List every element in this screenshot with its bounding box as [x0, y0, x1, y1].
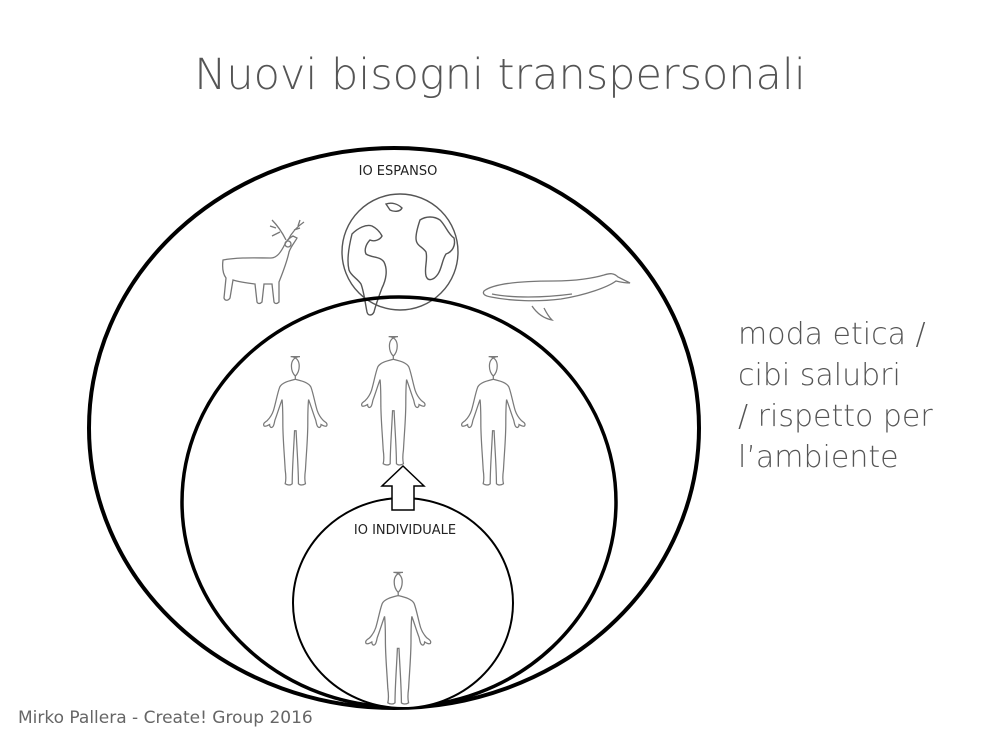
side-text-line: l’ambiente — [738, 440, 899, 475]
up-arrow-icon — [380, 464, 426, 511]
person-figure-right — [460, 356, 526, 486]
whale-icon — [482, 273, 631, 322]
deer-icon — [221, 219, 305, 305]
side-text-block: moda etica / cibi salubri / rispetto per… — [738, 314, 978, 478]
slide-title: Nuovi bisogni transpersonali — [194, 50, 806, 100]
io-espanso-label: IO ESPANSO — [359, 164, 438, 179]
person-figure-left — [262, 356, 328, 486]
io-individuale-label: IO INDIVIDUALE — [354, 523, 456, 538]
side-text-line: cibi salubri — [738, 358, 901, 393]
person-figure-center — [360, 336, 426, 466]
footer-credit: Mirko Pallera - Create! Group 2016 — [18, 708, 313, 728]
side-text-line: / rispetto per — [738, 399, 933, 434]
side-text-line: moda etica / — [738, 317, 926, 352]
globe-icon — [341, 193, 459, 316]
